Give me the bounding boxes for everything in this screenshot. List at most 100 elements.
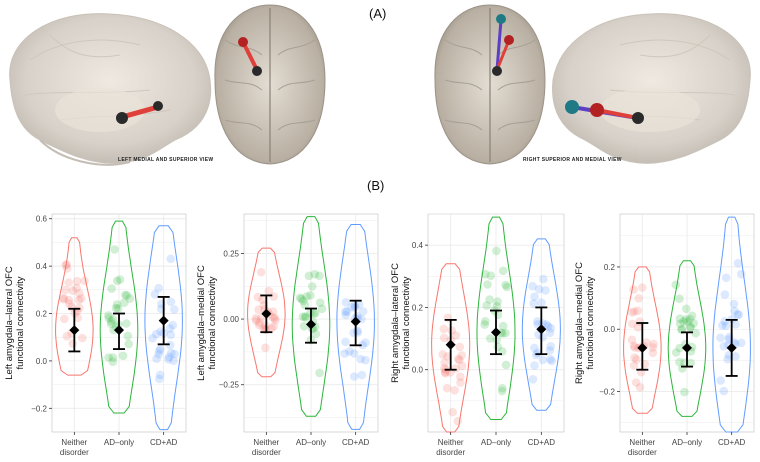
data-point (737, 269, 746, 279)
left-amygdala-node (116, 112, 128, 124)
x-tick-label: AD–only (104, 438, 134, 447)
data-point (109, 325, 118, 335)
x-tick-label: Neither (438, 438, 464, 447)
right-lateral-lateral-ofc-node (590, 103, 604, 117)
data-point (166, 297, 176, 307)
data-point (689, 319, 699, 328)
data-point (633, 323, 643, 332)
data-point (345, 347, 354, 356)
data-point (61, 285, 70, 295)
data-point (166, 348, 176, 358)
mean-marker (306, 319, 316, 330)
data-point (154, 350, 163, 359)
data-point (720, 317, 729, 326)
y-tick-label: 0.2 (604, 263, 616, 272)
data-point (80, 276, 89, 286)
data-point (453, 416, 463, 426)
data-point (687, 311, 697, 321)
data-point (304, 271, 314, 281)
data-point (675, 319, 685, 329)
data-point (341, 337, 350, 347)
data-point (255, 318, 264, 327)
y-axis-label-line: functional connectivity (15, 276, 26, 369)
data-point (261, 343, 270, 352)
y-tick-label: 0.4 (412, 241, 424, 250)
data-point (361, 338, 370, 347)
data-point (723, 354, 732, 364)
x-tick-label: CD+AD (342, 438, 370, 447)
data-point (75, 289, 84, 298)
data-point (317, 304, 327, 314)
data-point (125, 294, 135, 303)
data-point (733, 258, 743, 268)
data-point (119, 298, 129, 307)
data-point (482, 301, 491, 310)
mean-marker (114, 325, 124, 336)
data-point (498, 321, 508, 331)
data-point (104, 353, 113, 362)
left-lateral-brain (9, 13, 212, 166)
data-point (649, 339, 658, 349)
data-point (731, 320, 740, 329)
data-point (295, 293, 305, 303)
data-point (546, 323, 556, 333)
data-point (271, 316, 280, 325)
data-point (675, 357, 684, 367)
data-point (441, 368, 450, 378)
data-point (68, 339, 77, 348)
right-lateral-amygdala-node (632, 112, 644, 124)
data-point (264, 286, 274, 296)
data-point (685, 314, 695, 324)
data-point (546, 342, 555, 351)
mean-marker (536, 324, 547, 335)
data-point (166, 330, 176, 340)
data-point (300, 300, 310, 310)
right-superior-lateral-ofc-node (504, 35, 514, 45)
data-point (501, 360, 511, 370)
data-point (457, 351, 466, 360)
data-point (492, 302, 502, 311)
data-point (627, 335, 637, 345)
y-axis-label-line: Left amygdala–lateral OFC (4, 266, 15, 380)
data-point (457, 361, 467, 371)
data-point (154, 283, 163, 293)
data-point (729, 299, 739, 309)
mean-marker (350, 316, 361, 327)
data-point (679, 317, 688, 326)
data-point (110, 245, 119, 254)
data-point (455, 342, 465, 352)
data-point (480, 320, 489, 329)
y-tick-label: 0.0 (604, 325, 616, 334)
data-point (721, 273, 731, 283)
data-point (534, 284, 544, 294)
data-point (170, 305, 179, 314)
x-tick-label: CD+AD (718, 438, 746, 447)
data-point (629, 361, 639, 370)
data-point (628, 319, 637, 329)
right-superior-medial-ofc-node (496, 14, 506, 24)
data-point (315, 298, 325, 307)
data-point (439, 333, 449, 343)
data-point (733, 310, 742, 319)
data-point (269, 322, 278, 331)
data-point (539, 274, 548, 284)
right-lateral-medial-ofc-node (565, 100, 579, 114)
y-axis-label: Right amygdala–lateral OFCfunctional con… (390, 263, 412, 383)
mean-marker (158, 315, 169, 326)
violin-0 (55, 237, 94, 376)
data-point (498, 383, 507, 393)
data-point (448, 407, 457, 417)
data-point (502, 282, 512, 292)
data-point (342, 307, 352, 316)
y-axis-label: Left amygdala–medial OFCfunctional conne… (196, 265, 218, 381)
data-point (530, 361, 539, 370)
data-point (315, 368, 324, 378)
data-point (72, 283, 81, 293)
data-point (530, 292, 539, 301)
data-point (154, 346, 164, 356)
data-point (627, 308, 637, 317)
x-tick-label: Neither (629, 438, 655, 447)
data-point (261, 321, 270, 330)
data-point (635, 383, 645, 392)
data-point (251, 314, 261, 323)
